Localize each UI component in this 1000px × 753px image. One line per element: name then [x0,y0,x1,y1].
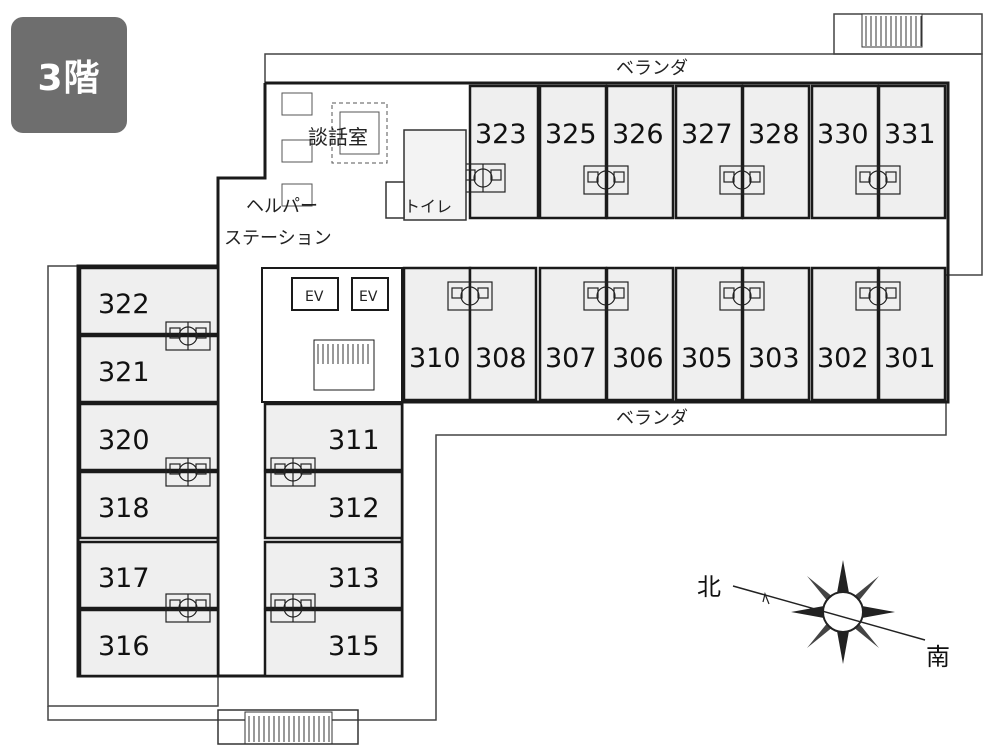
room-number: 331 [884,119,936,150]
helper-station-label-2: ステーション [224,228,332,249]
room-325: 325 [538,84,608,220]
room-number: 303 [748,343,800,374]
room-331: 331 [877,84,947,220]
room-321: 321 [78,334,220,404]
room-318: 318 [78,470,220,540]
room-322: 322 [78,266,220,336]
room-number: 317 [98,563,150,594]
room-308: 308 [468,266,538,402]
room-326: 326 [605,84,675,220]
room-number: 310 [409,343,461,374]
bath-fixture [270,593,316,623]
room-320: 320 [78,402,220,472]
room-323: 323 [468,84,540,220]
stairs-bottom [244,711,333,745]
room-328: 328 [741,84,811,220]
room-number: 308 [475,343,527,374]
room-number: 316 [98,631,150,662]
room-302: 302 [810,266,880,402]
room-327: 327 [674,84,744,220]
room-number: 307 [545,343,597,374]
bath-fixture [270,457,316,487]
room-number: 318 [98,493,150,524]
room-number: 315 [328,631,380,662]
room-number: 301 [884,343,936,374]
core [261,267,403,403]
bath-fixture [583,281,629,311]
bath-fixture [583,165,629,195]
room-306: 306 [605,266,675,402]
bath-fixture [855,165,901,195]
room-number: 311 [328,425,380,456]
room-number: 302 [817,343,869,374]
room-301: 301 [877,266,947,402]
room-number: 320 [98,425,150,456]
room-303: 303 [741,266,811,402]
stairs-top [861,13,923,48]
room-310: 310 [402,266,472,402]
bath-fixture [855,281,901,311]
lounge-furniture [281,92,388,207]
veranda-top-label: ベランダ [616,58,688,79]
room-311: 311 [263,402,404,472]
elevator-label-1: EV [305,289,324,305]
room-number: 321 [98,357,150,388]
compass-south-label: 南 [926,643,950,671]
room-number: 312 [328,493,380,524]
room-number: 330 [817,119,869,150]
room-number: 306 [612,343,664,374]
room-317: 317 [78,540,220,610]
room-number: 327 [681,119,733,150]
room-number: 322 [98,289,150,320]
room-305: 305 [674,266,744,402]
room-number: 313 [328,563,380,594]
room-number: 305 [681,343,733,374]
room-315: 315 [263,608,404,678]
room-number: 328 [748,119,800,150]
room-number: 326 [612,119,664,150]
room-316: 316 [78,608,220,678]
room-312: 312 [263,470,404,540]
elevator-label-2: EV [359,289,378,305]
room-number: 323 [475,119,527,150]
compass-north-label: 北 [697,573,721,601]
bath-fixture [719,165,765,195]
bath-fixture [447,281,493,311]
room-number: 325 [545,119,597,150]
toilet-block [385,129,467,221]
floor-label: 3階 [37,58,101,99]
room-313: 313 [263,540,404,610]
room-307: 307 [538,266,608,402]
rooms: 323 325 326 327 328 330 331 310 308 307 306 305 303 3… [78,84,947,678]
room-330: 330 [810,84,880,220]
floor-badge: 3階 [11,17,127,133]
lounge-label: 談話室 [308,125,368,149]
helper-station-label-1: ヘルパー [246,196,318,217]
bath-fixture [165,457,211,487]
compass-rose [732,560,926,664]
bath-fixture [165,593,211,623]
bath-fixture [165,321,211,351]
toilet-label: トイレ [404,197,452,216]
veranda-bottom-label: ベランダ [616,408,688,429]
bath-fixture [719,281,765,311]
